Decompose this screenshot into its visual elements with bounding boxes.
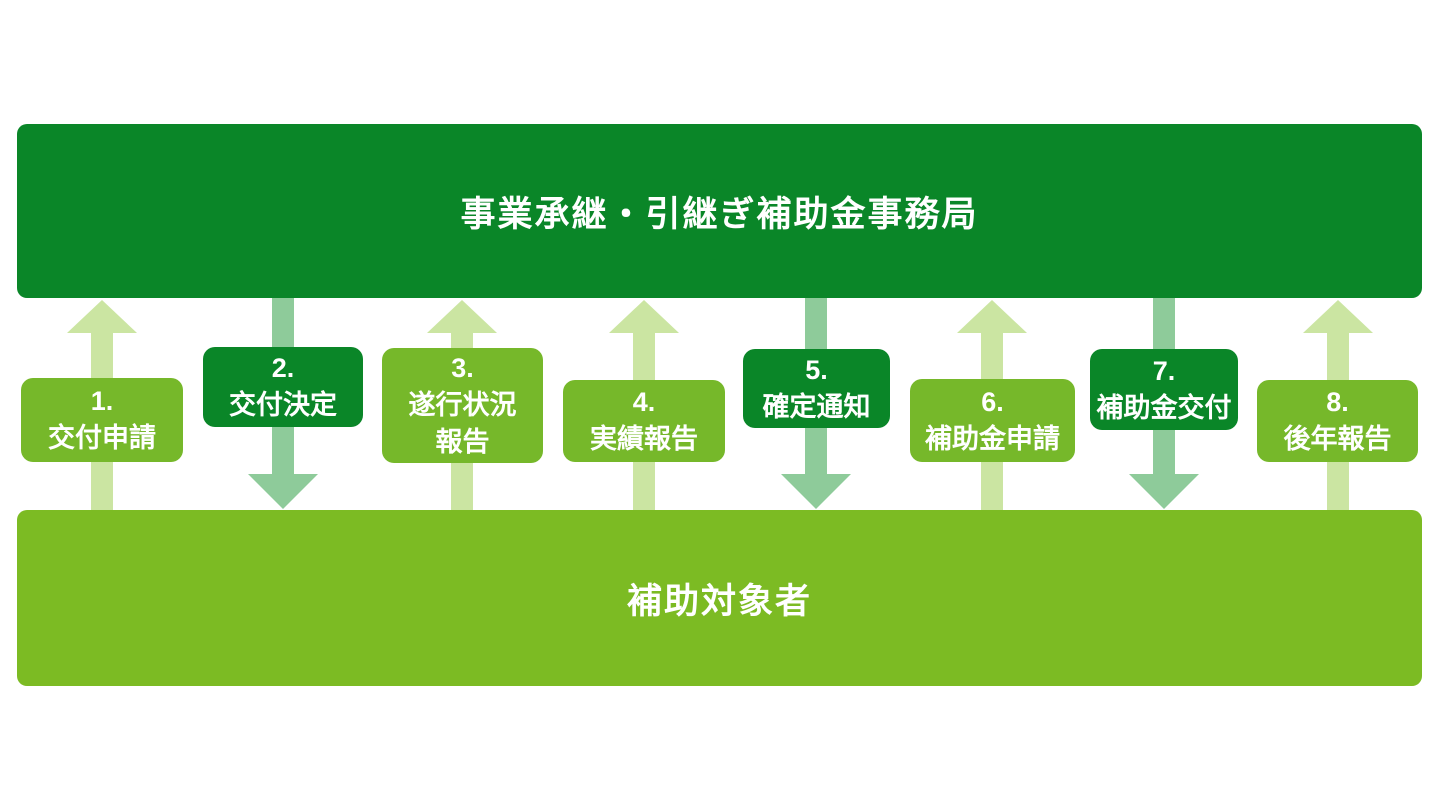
step-box-5-confirmation-notice: 5. 確定通知: [743, 349, 890, 428]
step-box-6-subsidy-request: 6. 補助金申請: [910, 379, 1075, 462]
arrow-head-icon: [1129, 474, 1199, 509]
step-label: 6. 補助金申請: [925, 386, 1060, 454]
arrow-head-icon: [248, 474, 318, 509]
arrow-head-icon: [609, 300, 679, 333]
recipient-banner: 補助対象者: [17, 510, 1422, 686]
step-box-3-progress-report: 3. 遂行状況 報告: [382, 348, 543, 463]
arrow-head-icon: [781, 474, 851, 509]
step-box-7-subsidy-payment: 7. 補助金交付: [1090, 349, 1238, 430]
office-banner-label: 事業承継・引継ぎ補助金事務局: [460, 194, 979, 234]
step-label: 5. 確定通知: [762, 354, 871, 422]
arrow-head-icon: [1303, 300, 1373, 333]
step-label: 3. 遂行状況 報告: [408, 353, 517, 457]
step-label: 1. 交付申請: [48, 386, 156, 453]
step-box-8-later-year-report: 8. 後年報告: [1257, 380, 1418, 462]
office-banner: 事業承継・引継ぎ補助金事務局: [17, 124, 1422, 298]
step-label: 7. 補助金交付: [1096, 355, 1232, 423]
step-box-1-grant-application: 1. 交付申請: [21, 378, 183, 462]
recipient-banner-label: 補助対象者: [626, 581, 812, 621]
step-label: 4. 実績報告: [590, 387, 698, 454]
step-label: 2. 交付決定: [229, 353, 337, 420]
step-box-2-grant-decision: 2. 交付決定: [203, 347, 363, 427]
arrow-head-icon: [427, 300, 497, 333]
arrow-head-icon: [67, 300, 137, 333]
step-box-4-results-report: 4. 実績報告: [563, 380, 725, 462]
up-arrow-step-4: [609, 300, 679, 510]
arrow-head-icon: [957, 300, 1027, 333]
step-label: 8. 後年報告: [1283, 387, 1392, 454]
